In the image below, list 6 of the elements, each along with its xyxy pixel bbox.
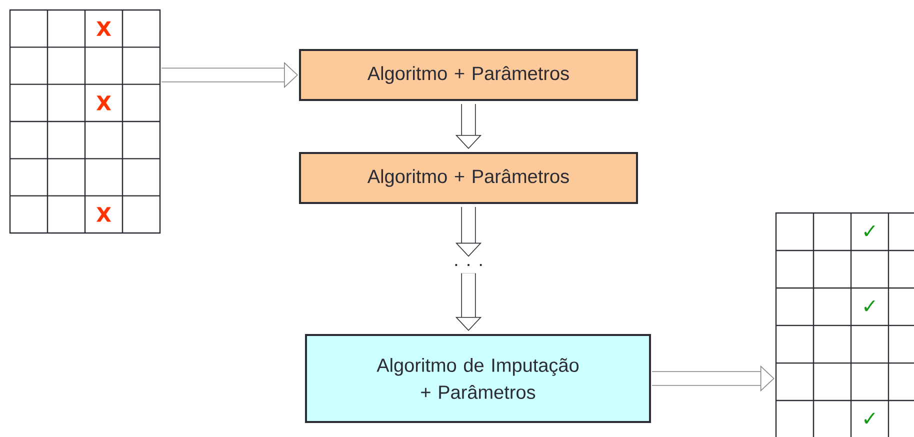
ellipsis: . . . xyxy=(455,264,482,266)
grid-table: ✓ ✓ ✓ xyxy=(775,212,914,437)
process-box: Algoritmo + Parâmetros xyxy=(299,152,638,204)
process-box: Algoritmo de Imputação + Parâmetros xyxy=(305,334,651,423)
grid-table: X X X xyxy=(9,9,161,234)
process-box: Algoritmo + Parâmetros xyxy=(299,49,638,101)
